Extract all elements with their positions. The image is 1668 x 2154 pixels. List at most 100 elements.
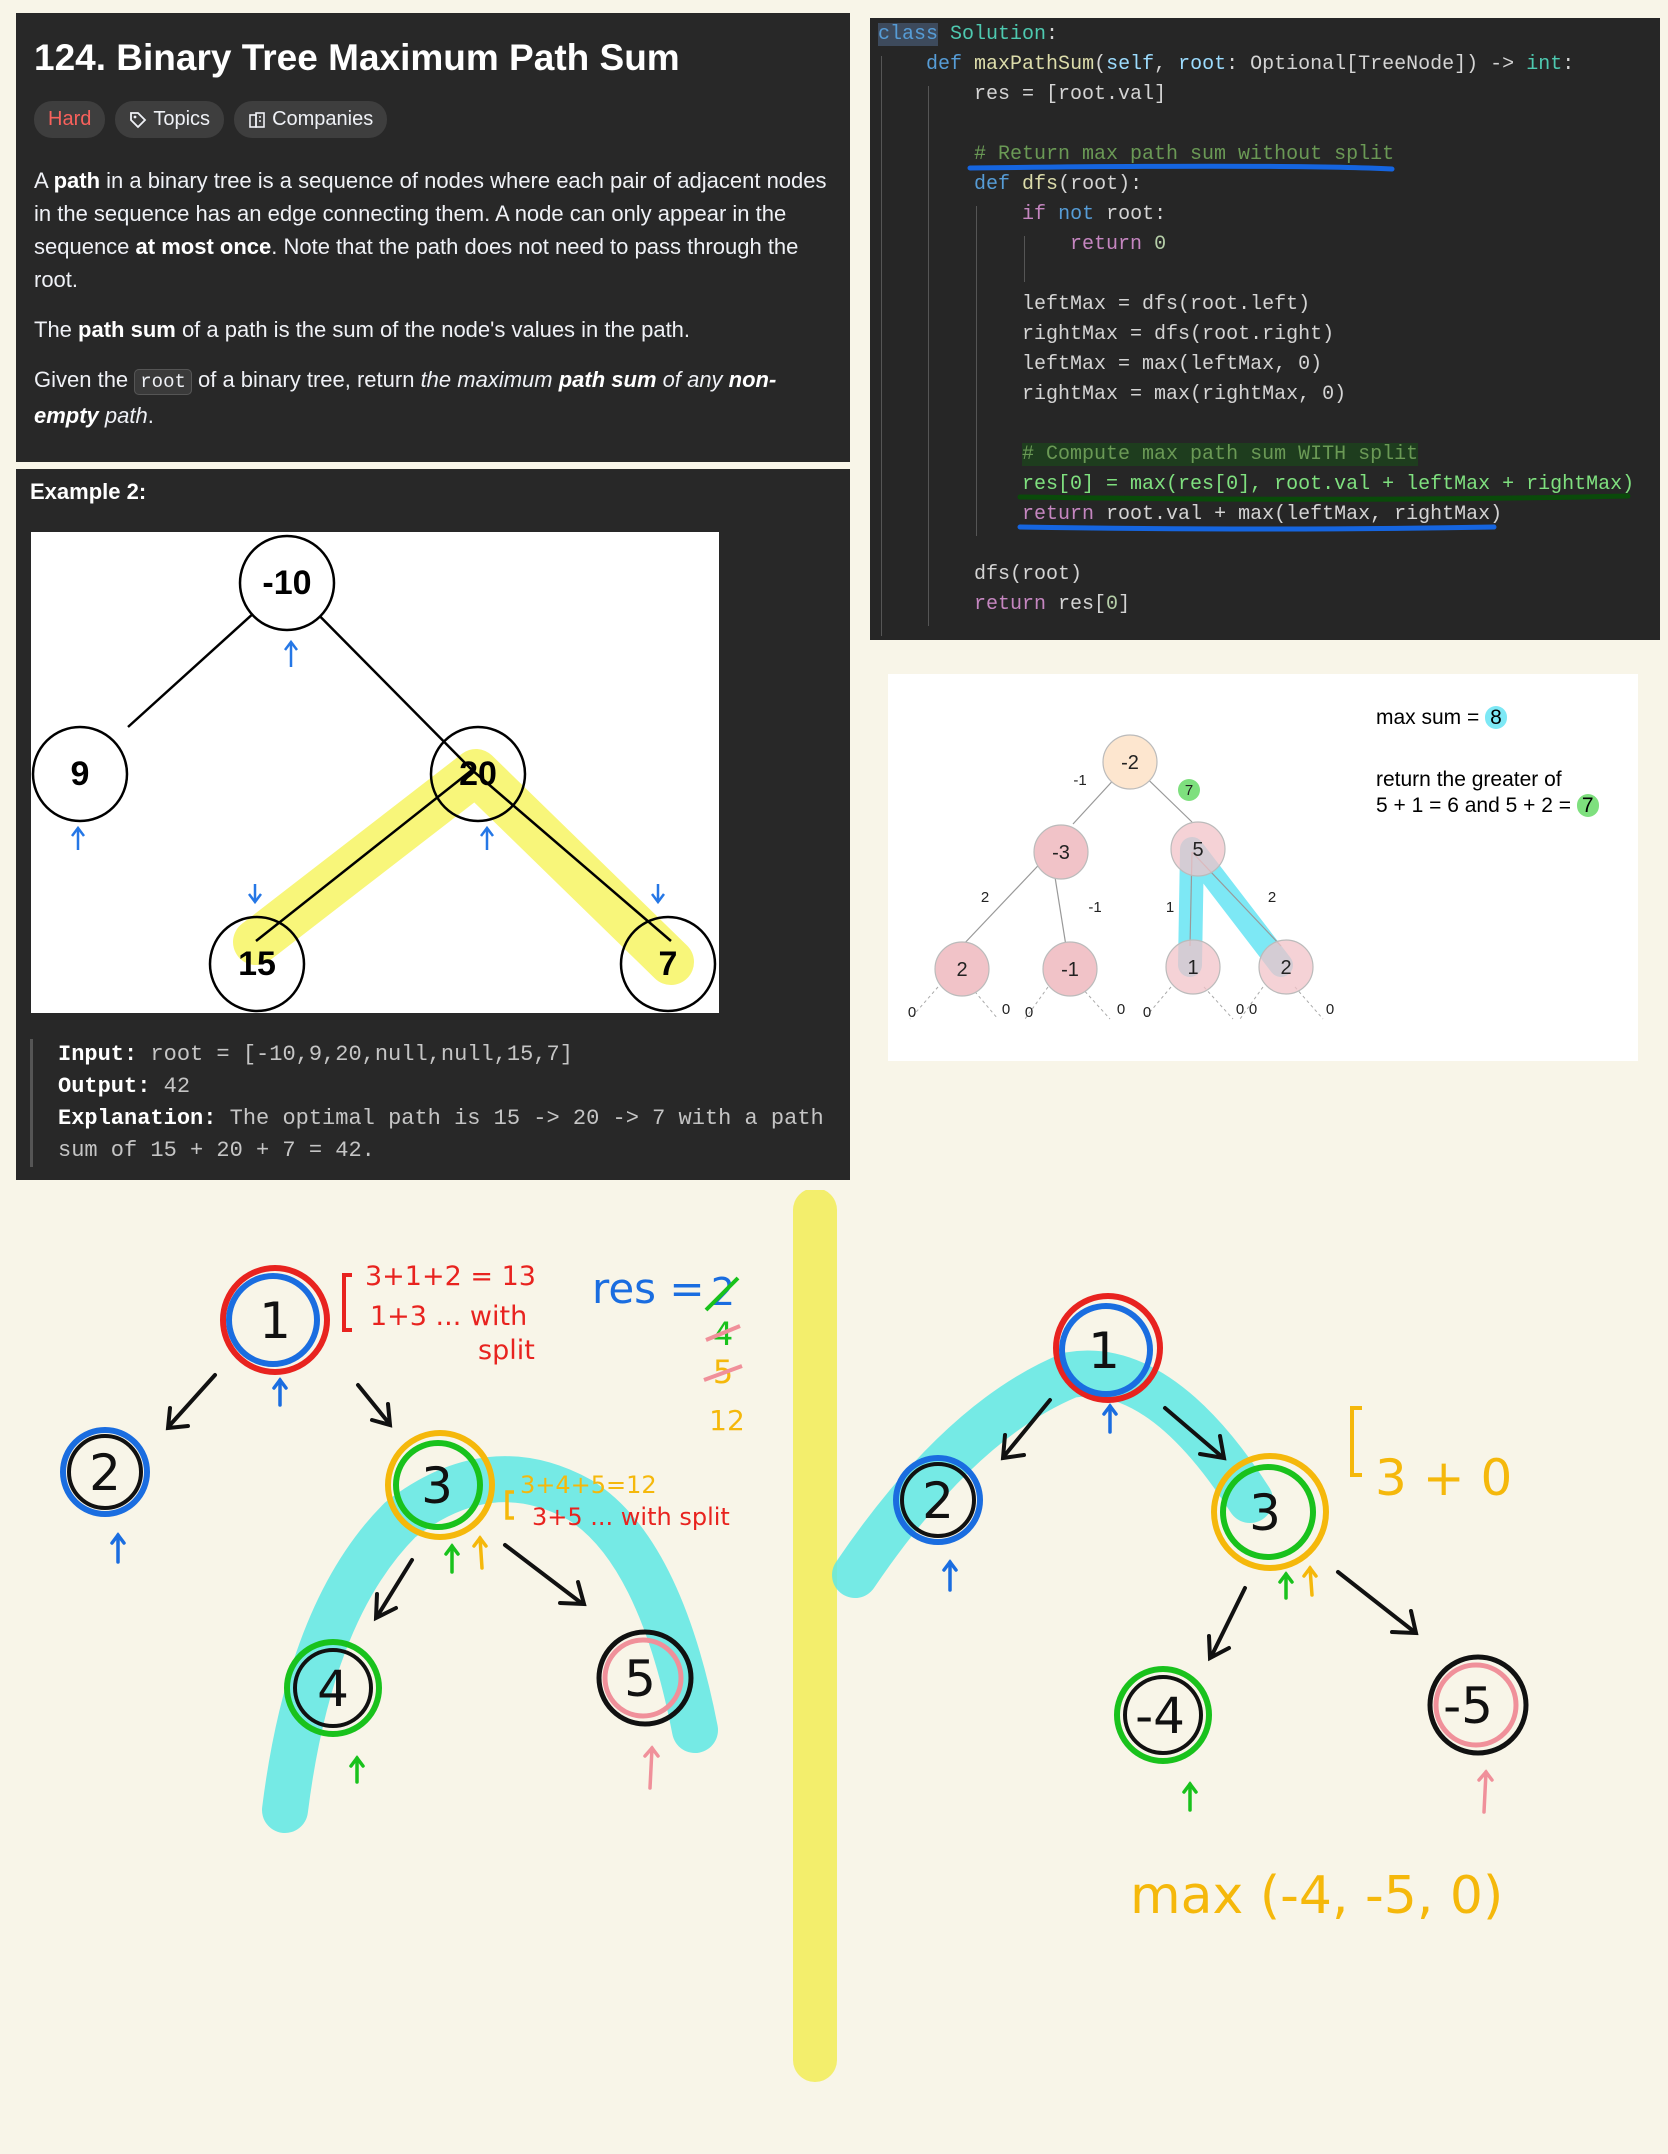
indent-guide — [881, 56, 882, 636]
right-tree-node-3-label: 3 — [1249, 1484, 1281, 1542]
explanation-line-2: sum of 15 + 20 + 7 = 42. — [58, 1138, 375, 1163]
diagram-node-rl — [1165, 939, 1221, 995]
right-tree-node-4 — [1114, 1666, 1212, 1764]
description-paragraph-2: The path sum of a path is the sum of the… — [34, 317, 691, 342]
edge-label: -1 — [1073, 772, 1086, 789]
code-line-19: dfs(root) — [974, 563, 1083, 586]
diagram-node-lr-label: -1 — [1061, 959, 1079, 981]
code-editor-panel[interactable]: class Solution: def maxPathSum(self, roo… — [870, 18, 1660, 640]
left-tree-node-2-label: 2 — [89, 1444, 121, 1502]
max-sum-text: max sum = 8 — [1376, 706, 1507, 730]
example-panel: Example 2: -10 9 20 15 — [16, 469, 850, 1180]
input-value: root = [-10,9,20,null,null,15,7] — [150, 1042, 573, 1067]
left-tree-node-2 — [60, 1427, 150, 1517]
note-root-split: split — [478, 1335, 535, 1366]
edge-label: 2 — [1268, 889, 1276, 906]
left-tree-node-1-label: 1 — [259, 1292, 291, 1350]
note-right-sum: 3 + 0 — [1375, 1449, 1512, 1507]
code-line-15: # Compute max path sum WITH split — [1022, 443, 1419, 466]
code-line-13: rightMax = max(rightMax, 0) — [1022, 383, 1347, 406]
code-line-12: leftMax = max(leftMax, 0) — [1022, 353, 1323, 376]
left-tree-node-1 — [220, 1265, 330, 1375]
topics-button[interactable]: Topics — [115, 101, 225, 138]
code-line-6: def dfs(root): — [974, 173, 1143, 196]
right-tree-node-5-label: -5 — [1443, 1677, 1493, 1735]
left-tree-node-5 — [596, 1629, 694, 1727]
code-line-1: class Solution: — [878, 23, 1059, 46]
diagram-node-rr-label: 2 — [1280, 957, 1291, 979]
left-tree-node-1-ring — [226, 1273, 320, 1367]
indent-guide — [1024, 236, 1025, 282]
code-line-20: return res[0] — [974, 593, 1131, 616]
right-tree-node-3-ring — [1220, 1464, 1316, 1560]
explanation-line-1: The optimal path is 15 -> 20 -> 7 with a… — [229, 1106, 824, 1131]
explanation-label: Explanation: — [58, 1106, 217, 1131]
return-text-line-2: 5 + 1 = 6 and 5 + 2 = 7 — [1376, 794, 1599, 818]
green-marker — [1178, 779, 1200, 801]
right-tree-node-3 — [1211, 1453, 1329, 1571]
upward-arrow-annotations — [942, 1403, 1494, 1814]
example-node-9 — [31, 725, 129, 823]
whiteboard-svg: 1 2 3 4 5 3+1+2 = 13 1+3 ... with split … — [60, 1190, 1529, 2082]
right-tree-node-1-ring — [1059, 1303, 1153, 1397]
edge-label: 2 — [981, 889, 989, 906]
companies-label: Companies — [272, 108, 374, 130]
left-tree-node-4-label: 4 — [317, 1660, 349, 1718]
diagram-node-ll — [934, 941, 990, 997]
note-node3-sum: 3+4+5=12 — [520, 1471, 657, 1499]
edge-label: 0 — [1117, 1001, 1125, 1018]
blue-arrow-annotations — [71, 639, 665, 905]
edge-label: 0 — [908, 1004, 916, 1021]
cyan-path-highlight — [262, 1456, 718, 1833]
inline-code-root: root — [134, 369, 192, 395]
output-value: 42 — [163, 1074, 191, 1099]
upward-arrow-annotations — [110, 1377, 660, 1790]
example-node-20 — [429, 725, 527, 823]
diagram-node-rl-label: 1 — [1187, 957, 1198, 979]
code-line-11: rightMax = dfs(root.right) — [1022, 323, 1335, 346]
max-expression: max (-4, -5, 0) — [1130, 1866, 1503, 1926]
topics-label: Topics — [153, 108, 211, 130]
tag-row: Hard Topics Companies — [34, 101, 832, 138]
example-node-7-label: 7 — [659, 945, 678, 983]
left-tree-node-3 — [385, 1430, 495, 1540]
example-node-root — [238, 534, 336, 632]
left-tree-node-4-ring — [293, 1648, 373, 1728]
note-node3-with-split: 3+5 ... with split — [532, 1503, 730, 1531]
res-value: 12 — [709, 1404, 745, 1437]
edge-label: 0 — [1236, 1001, 1244, 1018]
res-label: res = — [592, 1264, 705, 1313]
edge-label: 0 — [1249, 1001, 1257, 1018]
tag-icon — [130, 111, 147, 128]
max-sum-diagram: -2 -3 5 2 -1 1 2 -1 7 2 -1 1 2 0 0 0 0 0… — [888, 674, 1638, 1061]
edge-label: 0 — [1143, 1004, 1151, 1021]
example-io-block: Input: root = [-10,9,20,null,null,15,7] … — [30, 1039, 858, 1167]
example-node-9-label: 9 — [71, 755, 90, 793]
right-tree-node-5 — [1427, 1654, 1529, 1756]
description-paragraph-3: Given the root of a binary tree, return … — [34, 367, 777, 428]
example-tree-image: -10 9 20 15 7 — [31, 532, 719, 1013]
left-tree-node-5-ring — [602, 1637, 684, 1719]
difficulty-badge[interactable]: Hard — [34, 101, 106, 138]
example-label: Example 2: — [30, 479, 147, 504]
code-line-7: if not root: — [1022, 203, 1167, 226]
code-line-5: # Return max path sum without split — [974, 143, 1395, 166]
diagram-node-lr — [1042, 941, 1098, 997]
left-tree-node-3-label: 3 — [421, 1457, 453, 1515]
companies-button[interactable]: Companies — [234, 101, 388, 138]
problem-description-panel: 124. Binary Tree Maximum Path Sum Hard T… — [16, 13, 850, 462]
edge-label: 7 — [1185, 782, 1193, 799]
code-line-17: return root.val + max(leftMax, rightMax) — [1022, 503, 1503, 526]
left-tree-node-2-ring — [67, 1434, 143, 1510]
diagram-tree-svg: -2 -3 5 2 -1 1 2 -1 7 2 -1 1 2 0 0 0 0 0… — [908, 734, 1334, 1021]
example-node-15-label: 15 — [238, 945, 276, 983]
example-node-15 — [208, 915, 306, 1013]
note-root-with: 1+3 ... with — [370, 1301, 527, 1332]
output-label: Output: — [58, 1074, 151, 1099]
right-tree-node-5-ring — [1433, 1662, 1519, 1748]
example-node-7 — [619, 915, 717, 1013]
left-tree-node-5-label: 5 — [624, 1650, 656, 1708]
description-paragraph-1: A path in a binary tree is a sequence of… — [34, 168, 827, 292]
input-label: Input: — [58, 1042, 138, 1067]
code-line-8: return 0 — [1070, 233, 1167, 256]
